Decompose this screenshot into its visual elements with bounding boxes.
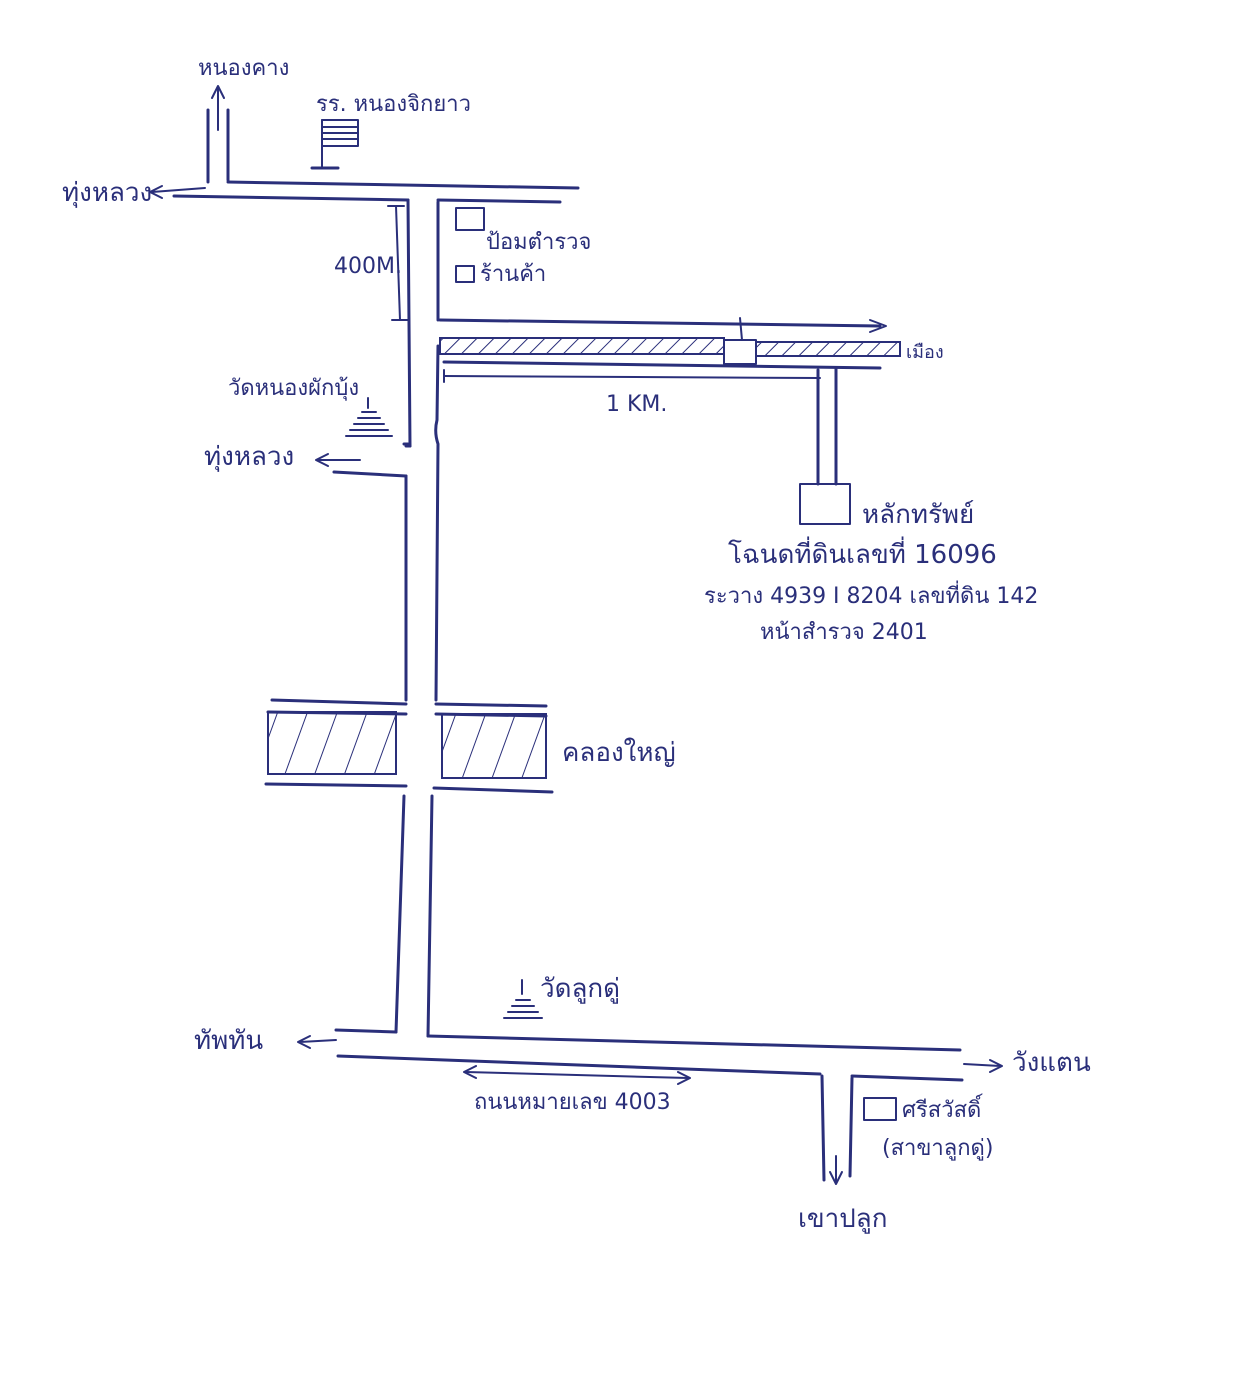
bank-icon xyxy=(863,1097,897,1121)
label-shop: ร้านค้า xyxy=(480,262,547,287)
temple-icon-luk-du xyxy=(503,979,543,1019)
shop-icon xyxy=(455,265,475,283)
police-box-icon xyxy=(455,207,485,231)
label-school: รร. หนองจิกยาว xyxy=(316,92,471,117)
label-canal: คลองใหญ่ xyxy=(562,738,676,768)
road-main-north xyxy=(404,198,440,702)
dimension-1km xyxy=(443,369,821,383)
label-thung-luang-mid: ทุ่งหลวง xyxy=(204,442,295,472)
label-distance-1km: 1 KM. xyxy=(606,392,668,417)
label-thap-than: ทัพทัน xyxy=(194,1026,264,1056)
label-mueang: เมือง xyxy=(906,342,944,363)
label-distance-400m: 400M. xyxy=(334,254,402,279)
label-thung-luang-top: ทุ่งหลวง xyxy=(62,178,153,208)
road-thung-luang-mid xyxy=(315,442,412,478)
collateral-plot xyxy=(799,483,851,525)
label-deed-number: โฉนดที่ดินเลขที่ 16096 xyxy=(728,540,997,570)
label-deed-survey: หน้าสำรวจ 2401 xyxy=(760,620,928,645)
flag-icon xyxy=(310,119,359,170)
label-wang-taen: วังแตน xyxy=(1012,1048,1091,1078)
label-bank: ศรีสวัสดิ์ xyxy=(902,1098,982,1123)
road-nong-khang xyxy=(206,85,230,182)
label-nong-khang: หนองคาง xyxy=(198,56,290,81)
road-khao-pluk xyxy=(820,1074,854,1185)
canal-bridge xyxy=(264,698,554,794)
road-collateral xyxy=(816,366,838,486)
temple-icon-nong-phak-bung xyxy=(345,397,393,437)
road-4003 xyxy=(297,1028,1003,1082)
label-road-number: ถนนหมายเลข 4003 xyxy=(474,1090,671,1115)
dimension-400m xyxy=(387,205,409,321)
label-khao-pluk: เขาปลูก xyxy=(798,1204,888,1234)
label-bank-branch: (สาขาลูกดู่) xyxy=(882,1136,994,1161)
label-wat-nong-phak-bung: วัดหนองผักบุ้ง xyxy=(228,376,360,401)
label-collateral: หลักทรัพย์ xyxy=(862,500,975,530)
road-top xyxy=(149,178,580,204)
dimension-road-4003 xyxy=(463,1065,691,1085)
road-mueang xyxy=(438,317,901,370)
label-wat-luk-du: วัดลูกดู่ xyxy=(540,974,621,1004)
road-main-south xyxy=(394,794,434,1038)
label-police-box: ป้อมตำรวจ xyxy=(486,230,592,255)
label-deed-sheet: ระวาง 4939 I 8204 เลขที่ดิน 142 xyxy=(704,584,1039,609)
